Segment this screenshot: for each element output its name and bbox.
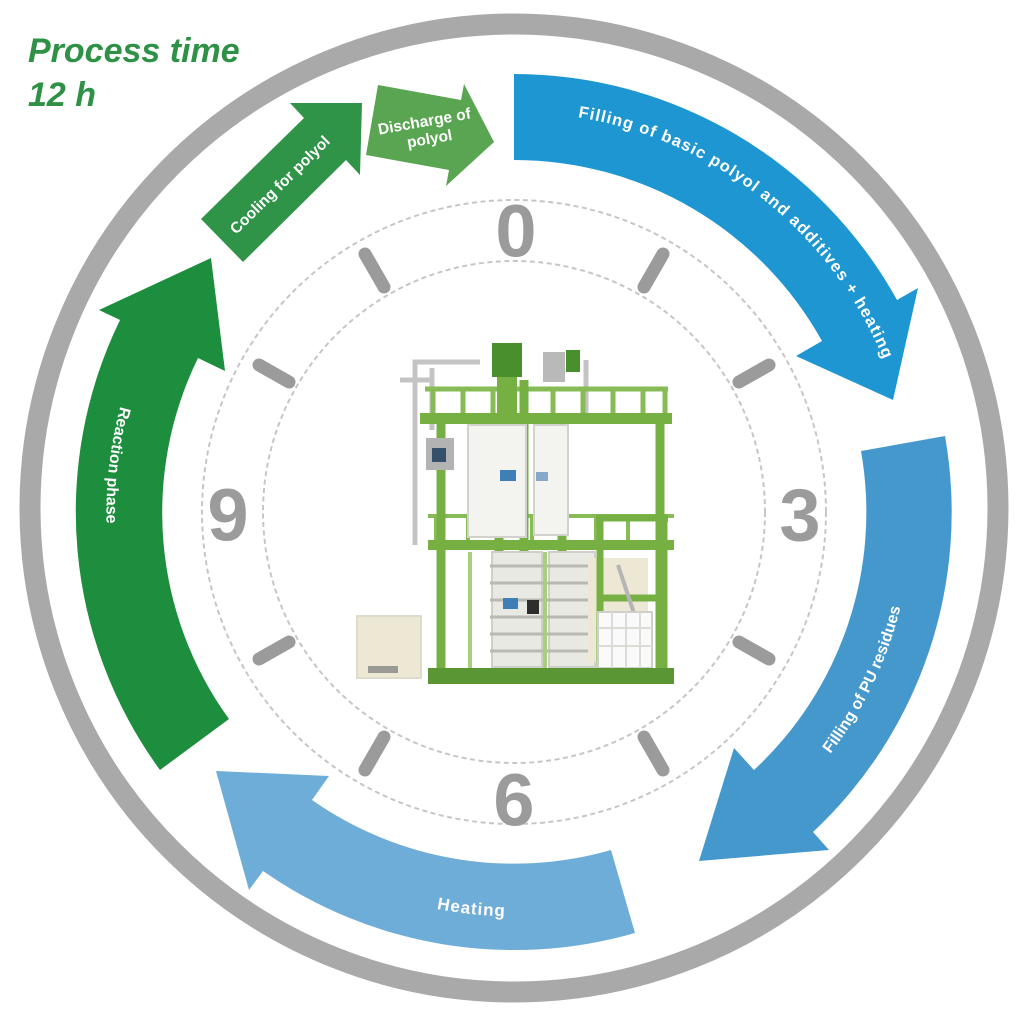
clock-tick bbox=[732, 358, 776, 389]
clock-inner-circle bbox=[262, 260, 766, 764]
plant-sensor bbox=[527, 600, 539, 614]
plant-railing-upper bbox=[425, 386, 668, 415]
phase-arrow-filling-basic-polyol bbox=[511, 71, 921, 403]
title-line-1: Process time bbox=[28, 32, 240, 70]
clock-tick bbox=[732, 635, 776, 666]
plant-reactor-right bbox=[548, 551, 596, 668]
plant-cabinet-slot bbox=[368, 666, 398, 673]
plant-valve-light bbox=[536, 472, 548, 481]
plant-motor bbox=[492, 343, 522, 377]
title-line-2: 12 h bbox=[28, 76, 96, 114]
plant-base bbox=[428, 668, 674, 684]
clock-tick bbox=[252, 358, 296, 389]
clock-tick bbox=[637, 730, 670, 777]
plant-platform-mid bbox=[428, 540, 674, 550]
plant-ibc-grid bbox=[598, 612, 652, 668]
plant-platform-upper bbox=[420, 413, 672, 424]
clock-tick bbox=[358, 247, 391, 294]
clock-numeral-3: 3 bbox=[779, 474, 820, 557]
plant-control-detail bbox=[432, 448, 446, 462]
clock-numeral-6: 6 bbox=[493, 759, 534, 842]
clock-outer-circle bbox=[201, 199, 827, 825]
clock-tick bbox=[252, 635, 296, 666]
plant-motor-mount bbox=[497, 377, 517, 413]
plant-columns bbox=[436, 380, 665, 672]
clock-ticks bbox=[252, 247, 776, 777]
plant-vessel-upper bbox=[467, 424, 527, 538]
clock-numeral-9: 9 bbox=[207, 474, 248, 557]
plant-columns-light bbox=[468, 552, 547, 668]
clock-face: 0 3 6 9 bbox=[201, 190, 827, 842]
clock-tick bbox=[637, 247, 670, 294]
process-time-title: Process time 12 h bbox=[28, 32, 240, 114]
clock-tick bbox=[358, 730, 391, 777]
phase-arrows bbox=[73, 71, 955, 953]
phase-arrow-heating bbox=[213, 768, 638, 953]
plant-valve-lower bbox=[503, 598, 518, 609]
plant-agitator bbox=[566, 350, 580, 372]
plant-illustration bbox=[356, 343, 674, 684]
clock-numeral-0: 0 bbox=[495, 190, 536, 273]
plant-frame-right bbox=[596, 514, 668, 668]
plant-reactor-left bbox=[491, 551, 543, 668]
outer-ring bbox=[19, 13, 1009, 1003]
phase-arrow-reaction-phase bbox=[73, 255, 232, 773]
phase-arrow-filling-pu-residues bbox=[696, 433, 955, 864]
plant-valve-blue bbox=[500, 470, 516, 481]
phase-arrow-discharge-of-polyol bbox=[363, 81, 497, 189]
plant-hopper bbox=[543, 352, 565, 382]
phase-arrow-cooling-for-polyol bbox=[198, 100, 365, 265]
